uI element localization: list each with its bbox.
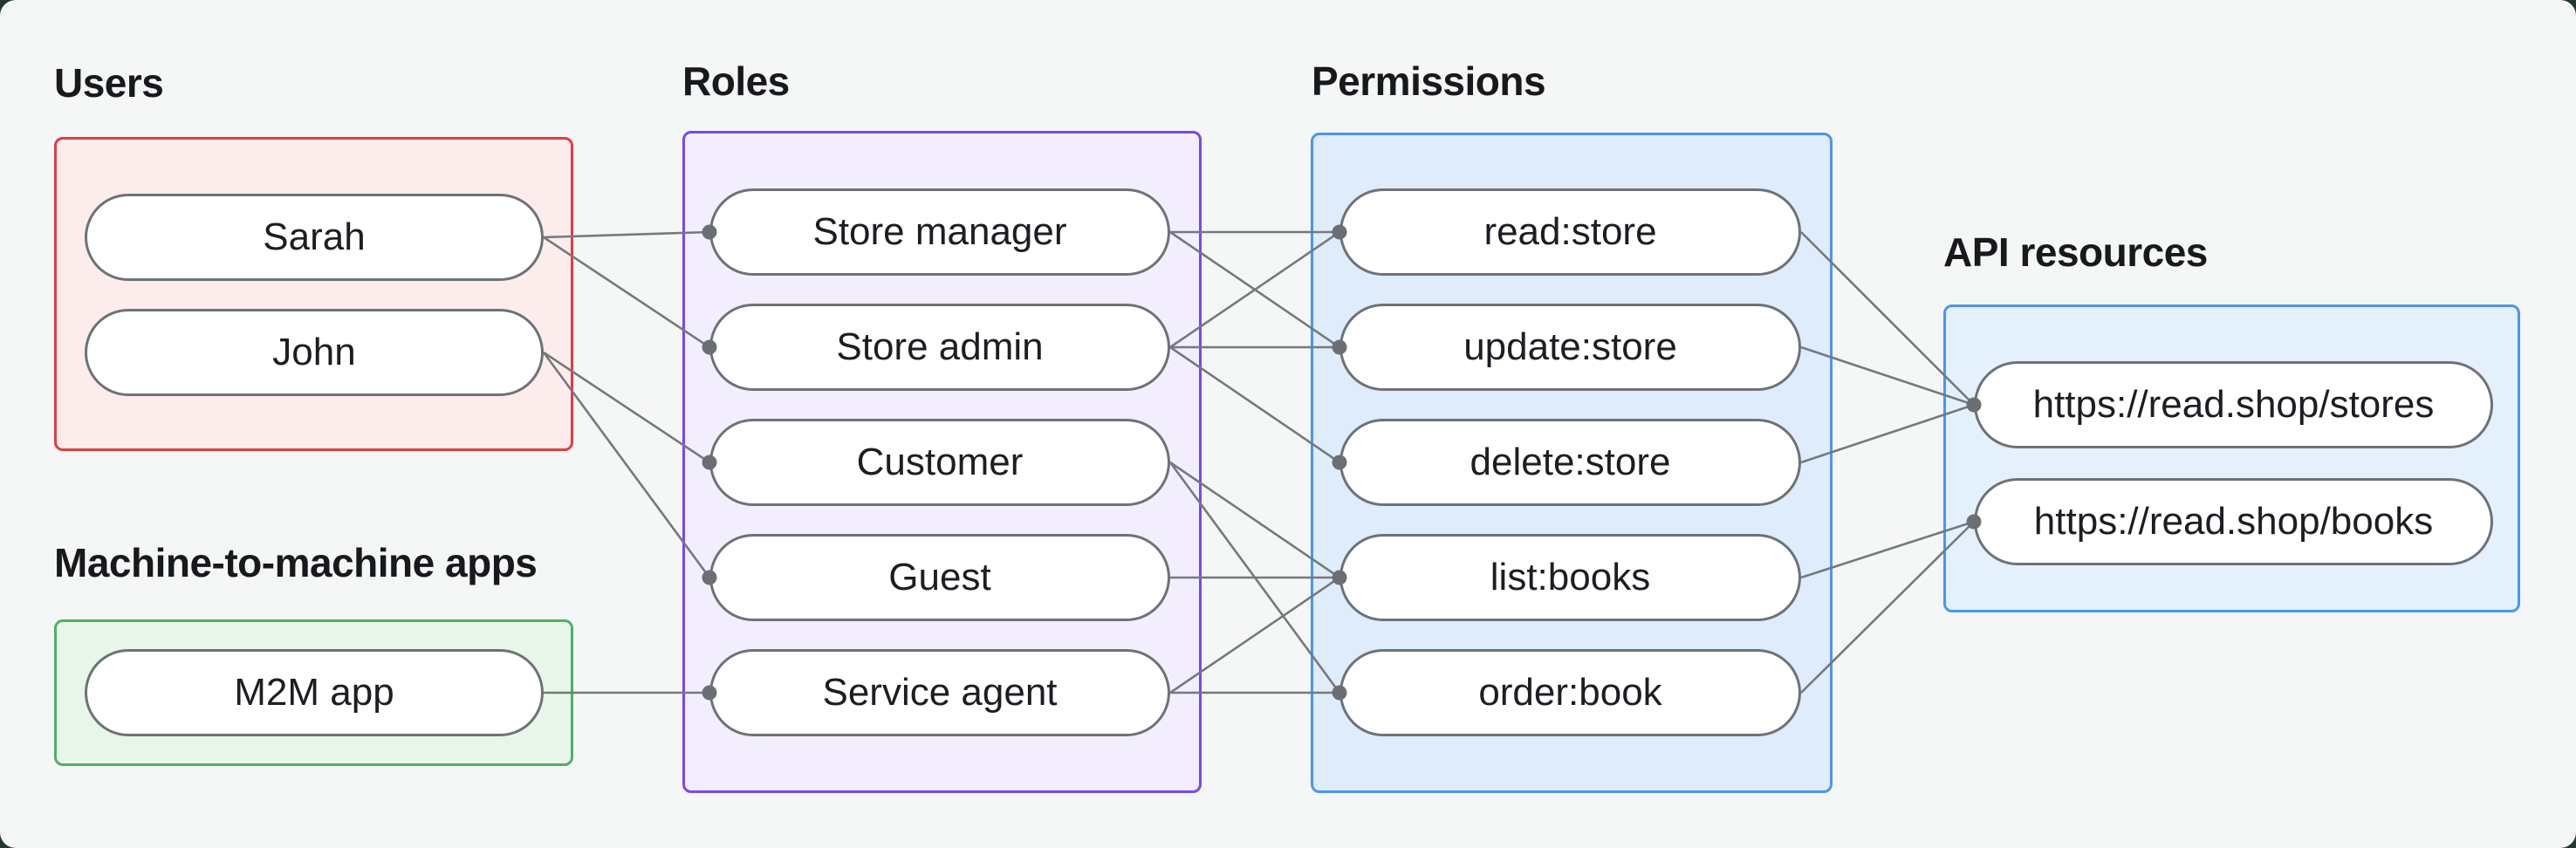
api-resources-group-box: https://read.shop/stores https://read.sh… — [1943, 304, 2520, 612]
users-group-box: Sarah John — [54, 137, 573, 451]
node-permission-delete-store: delete:store — [1339, 419, 1801, 506]
m2m-apps-heading: Machine-to-machine apps — [54, 540, 538, 585]
m2m-group-box: M2M app — [54, 619, 573, 766]
node-permission-read-store: read:store — [1339, 188, 1801, 276]
node-role-store-admin: Store admin — [709, 304, 1170, 391]
users-heading: Users — [54, 60, 164, 106]
permissions-heading: Permissions — [1312, 58, 1546, 104]
api-resources-heading: API resources — [1943, 229, 2208, 275]
node-permission-update-store: update:store — [1339, 304, 1801, 391]
node-role-service-agent: Service agent — [709, 649, 1170, 736]
node-role-guest: Guest — [709, 534, 1170, 621]
node-permission-order-book: order:book — [1339, 649, 1801, 736]
permissions-group-box: read:store update:store delete:store lis… — [1311, 133, 1833, 793]
node-permission-list-books: list:books — [1339, 534, 1801, 621]
node-role-store-manager: Store manager — [709, 188, 1170, 276]
node-user-sarah: Sarah — [85, 194, 544, 281]
node-m2m-app: M2M app — [85, 649, 544, 736]
node-api-resource-stores: https://read.shop/stores — [1974, 361, 2493, 448]
roles-heading: Roles — [682, 58, 790, 104]
node-role-customer: Customer — [709, 419, 1170, 506]
node-user-john: John — [85, 309, 544, 396]
node-api-resource-books: https://read.shop/books — [1974, 478, 2493, 565]
roles-group-box: Store manager Store admin Customer Guest… — [682, 131, 1202, 793]
